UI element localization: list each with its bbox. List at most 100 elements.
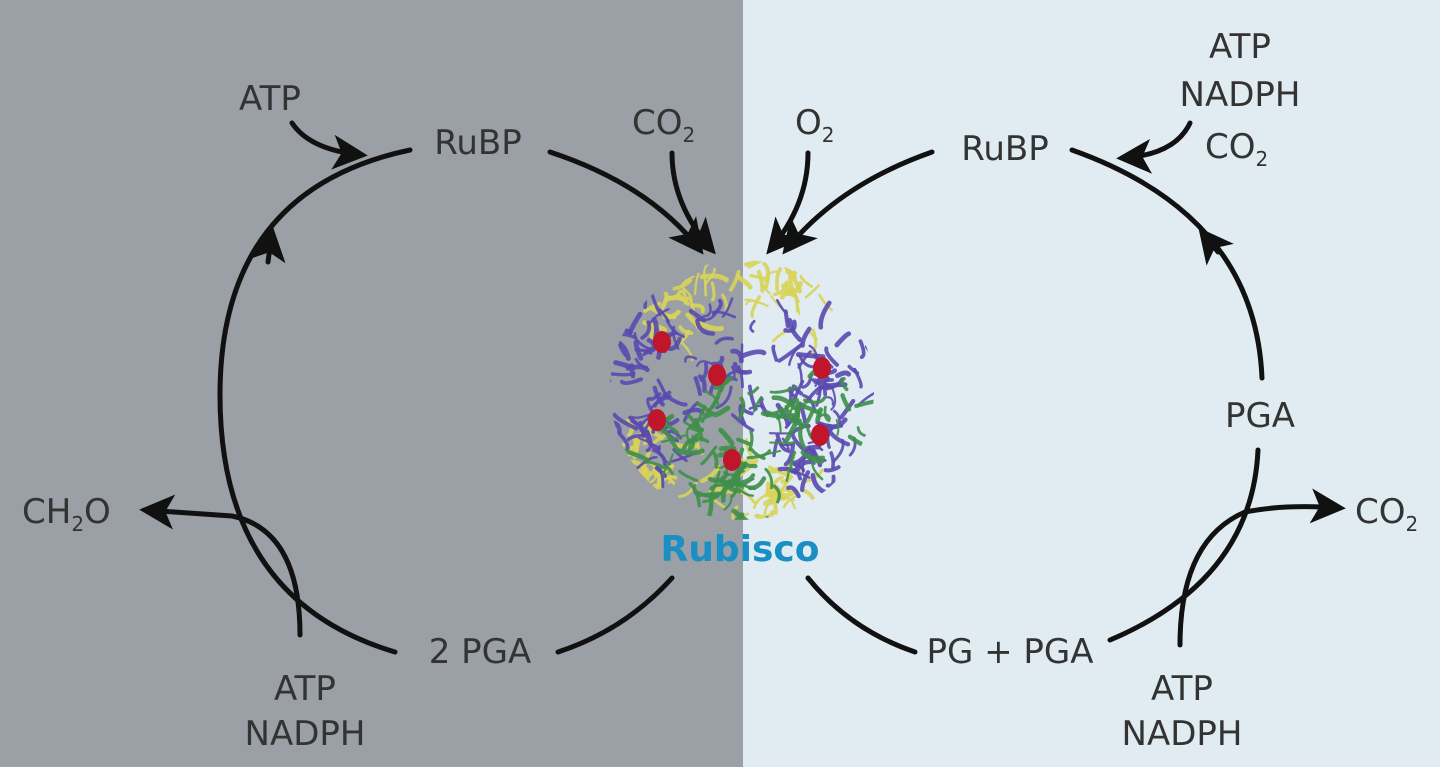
protein-ribbon-segment: [752, 396, 763, 413]
protein-ribbon-segment: [735, 274, 753, 290]
protein-ribbon-segment: [630, 419, 647, 426]
protein-ribbon-segment: [749, 447, 766, 460]
protein-ribbon-segment: [660, 453, 674, 477]
protein-ribbon-segment: [811, 378, 834, 383]
protein-ribbon-segment: [835, 419, 840, 436]
active-site-marker: [811, 424, 829, 446]
protein-ribbon-segment: [680, 289, 688, 305]
protein-ribbon-segment: [748, 404, 764, 410]
photo-arrowhead-right-arc: [1198, 227, 1234, 266]
photo-pg-pga-label: PG + PGA: [926, 632, 1093, 672]
protein-ribbon-segment: [610, 366, 612, 383]
protein-ribbon-segment: [657, 444, 666, 460]
protein-ribbon-segment: [801, 410, 814, 429]
protein-ribbon-segment: [688, 308, 707, 323]
protein-ribbon-segment: [749, 319, 756, 333]
protein-ribbon-segment: [777, 485, 795, 502]
protein-ribbon-segment: [642, 346, 656, 357]
protein-ribbon-segment: [858, 339, 866, 359]
active-site-marker: [648, 409, 666, 431]
protein-ribbon-segment: [610, 405, 611, 434]
photo-rubp-label: RuBP: [961, 129, 1048, 169]
photo-co2-top-label: CO2: [1205, 127, 1268, 171]
protein-ribbon-segment: [610, 419, 622, 435]
protein-ribbon-segment: [704, 390, 720, 408]
protein-ribbon-segment: [711, 405, 731, 418]
calvin-atp-arrow: [289, 120, 368, 170]
protein-ribbon-segment: [665, 236, 672, 253]
protein-ribbon-segment: [650, 504, 671, 510]
protein-ribbon-segment: [656, 378, 669, 400]
protein-ribbon-segment: [695, 318, 716, 336]
protein-ribbon-segment: [787, 317, 803, 342]
protein-ribbon-segment: [610, 278, 634, 285]
protein-ribbon-segment: [839, 398, 856, 420]
protein-ribbon-segment: [696, 360, 713, 367]
protein-ribbon-segment: [699, 273, 729, 283]
protein-ribbon-segment: [652, 385, 665, 407]
protein-ribbon-segment: [854, 399, 874, 409]
protein-ribbon-segment: [644, 460, 663, 468]
protein-ribbon-segment: [675, 448, 705, 456]
protein-ribbon-segment: [700, 445, 718, 466]
protein-ribbon-segment: [738, 487, 755, 497]
protein-ribbon-segment: [795, 352, 826, 360]
protein-ribbon-segment: [775, 433, 789, 453]
photo-o2-in-label: O2: [795, 103, 835, 147]
protein-ribbon-segment: [636, 283, 648, 309]
protein-ribbon-segment: [646, 397, 653, 412]
protein-ribbon-segment: [650, 237, 651, 247]
protein-ribbon-segment: [835, 370, 852, 379]
protein-ribbon-segment: [792, 463, 806, 473]
protein-ribbon-segment: [771, 329, 789, 343]
active-site-marker: [708, 364, 726, 386]
protein-ribbon-segment: [749, 274, 769, 281]
protein-ribbon-segment: [620, 377, 643, 386]
protein-ribbon-segment: [825, 425, 851, 447]
protein-ribbon-segment: [750, 295, 762, 319]
protein-ribbon-segment: [655, 466, 665, 489]
protein-ribbon-segment: [643, 422, 664, 441]
photo-atp-nadph-co2-arrow: [1116, 120, 1193, 174]
protein-ribbon-segment: [612, 412, 639, 431]
protein-ribbon-segment: [672, 278, 693, 291]
protein-ribbon-segment: [694, 272, 700, 296]
protein-ribbon-segment: [732, 512, 750, 520]
protein-ribbon-segment: [736, 480, 757, 491]
photo-arc-rubisco-to-pg: [805, 575, 918, 655]
protein-ribbon-segment: [775, 412, 782, 434]
protein-ribbon-segment: [818, 235, 820, 246]
protein-ribbon-segment: [648, 308, 670, 326]
protein-ribbon-segment: [801, 488, 818, 511]
protein-ribbon-segment: [789, 450, 797, 471]
protein-ribbon-segment: [700, 412, 713, 423]
protein-ribbon-segment: [766, 481, 778, 495]
protein-ribbon-segment: [792, 412, 804, 425]
protein-ribbon-segment: [713, 377, 731, 390]
protein-ribbon-segment: [650, 503, 666, 509]
protein-ribbon-segment: [829, 451, 836, 469]
protein-ribbon-segment: [794, 402, 807, 419]
calvin-atp-in-label: ATP: [239, 79, 301, 119]
protein-ribbon-segment: [811, 460, 824, 481]
protein-ribbon-segment: [610, 338, 619, 353]
protein-ribbon-segment: [672, 448, 688, 463]
photo-co2-out-arrow: [1177, 488, 1346, 648]
protein-ribbon-segment: [825, 474, 836, 488]
protein-ribbon-segment: [736, 437, 751, 446]
protein-ribbon-segment: [627, 311, 643, 335]
calvin-arc-rubisco-to-pga: [555, 575, 675, 655]
protein-ribbon-segment: [769, 441, 797, 445]
protein-ribbon-segment: [612, 322, 633, 335]
protein-ribbon-segment: [714, 336, 734, 345]
protein-ribbon-segment: [832, 409, 841, 425]
protein-ribbon-segment: [835, 273, 843, 297]
active-site-marker: [813, 357, 831, 379]
protein-ribbon-segment: [622, 448, 650, 463]
protein-ribbon-segment: [823, 405, 831, 423]
protein-ribbon-segment: [737, 396, 746, 420]
protein-ribbon-segment: [718, 445, 736, 452]
protein-ribbon-segment: [655, 254, 676, 257]
protein-ribbon-segment: [830, 386, 837, 411]
calvin-cycle-panel: [0, 0, 743, 767]
